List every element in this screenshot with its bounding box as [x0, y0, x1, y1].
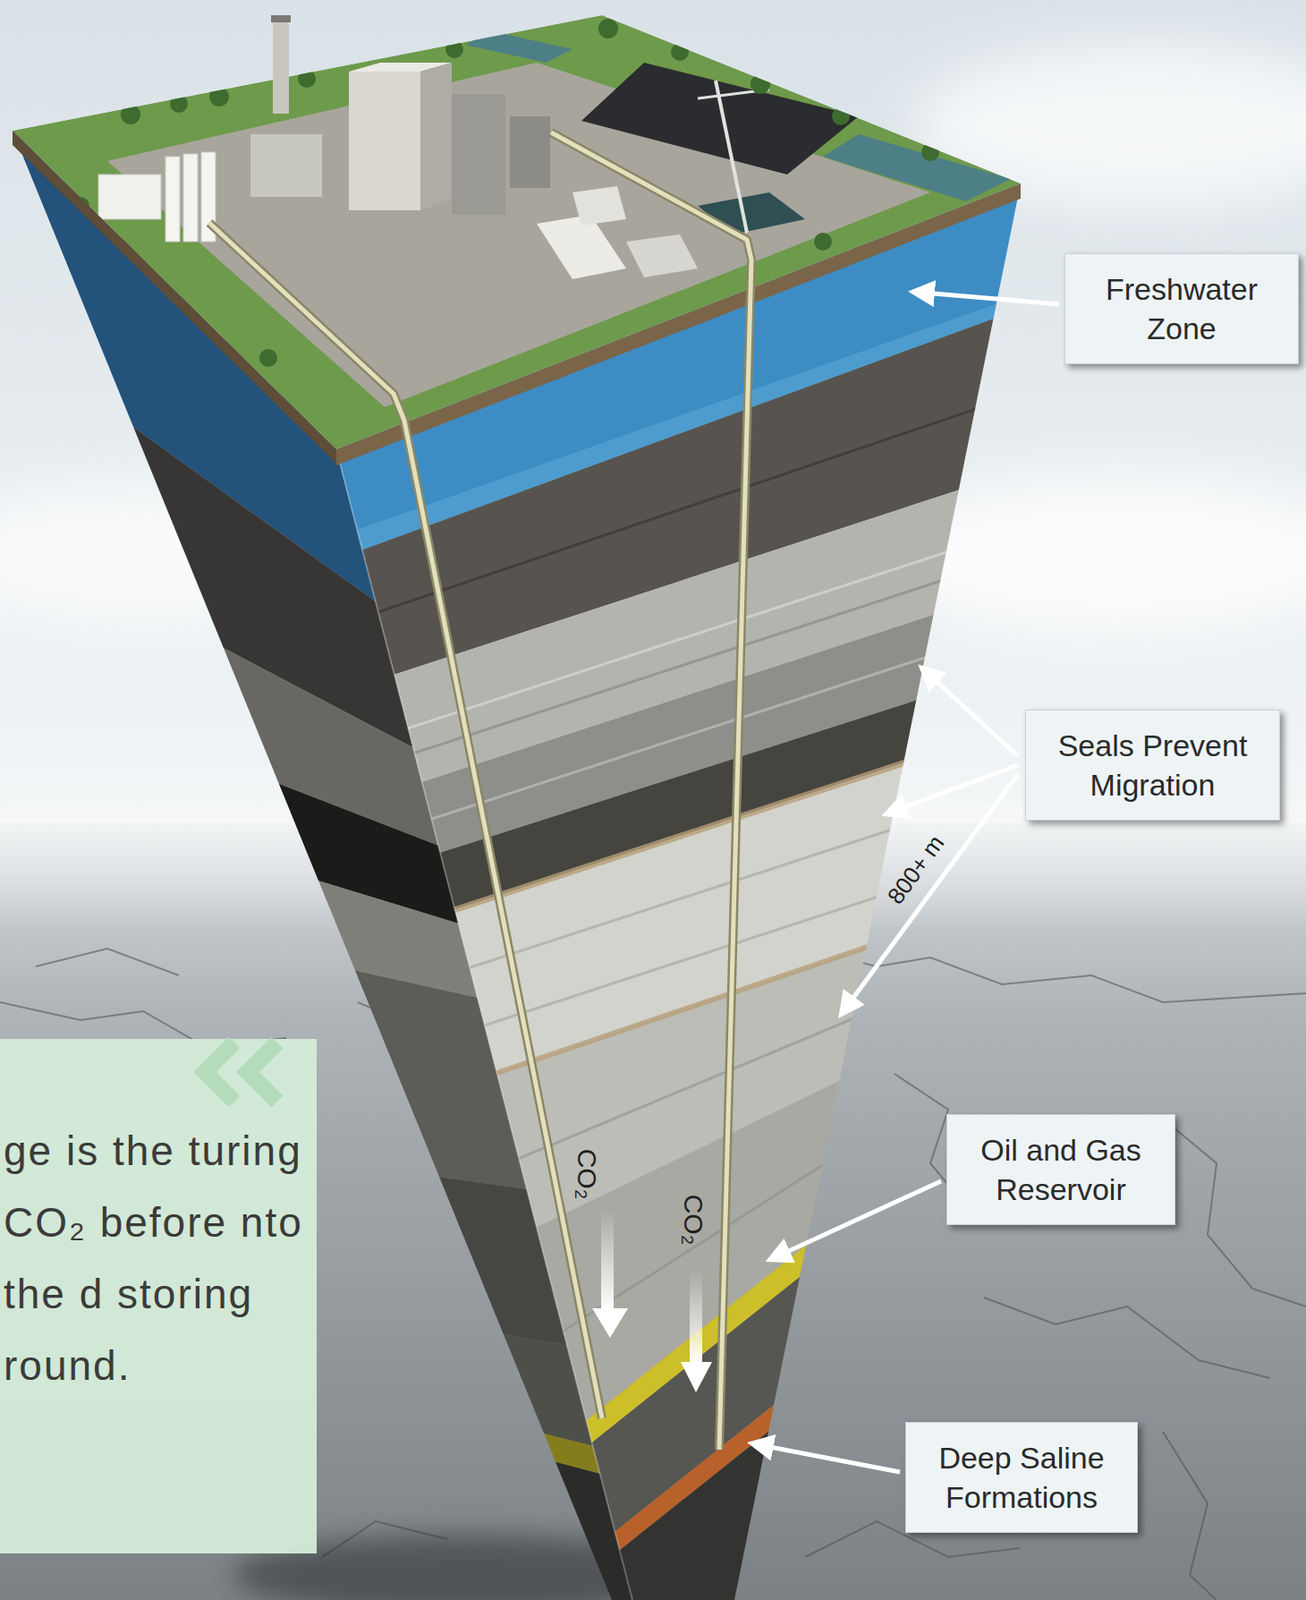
co2-label: CO₂ [571, 1148, 603, 1200]
crack [35, 948, 179, 976]
top-face [12, 15, 1021, 450]
tree [814, 232, 832, 251]
tree [209, 86, 229, 107]
injection-pipe [551, 132, 752, 1450]
building [626, 234, 698, 278]
building [250, 134, 323, 197]
tree [670, 42, 689, 61]
tree [120, 104, 141, 125]
chevron [247, 1042, 278, 1102]
rock-streaks [336, 393, 1021, 1476]
callout-text: Freshwater Zone [1079, 269, 1284, 348]
pond [465, 31, 573, 63]
crack [1162, 1431, 1217, 1600]
tank [165, 156, 180, 242]
basin [697, 192, 806, 235]
building [98, 174, 162, 220]
tree [921, 143, 940, 162]
panel-text: ge is the turing CO₂ before nto the d st… [3, 1114, 312, 1401]
pond [822, 134, 1011, 202]
crack [805, 948, 1306, 1002]
crane [715, 80, 747, 233]
streak [336, 527, 1021, 752]
leader-line [751, 1442, 900, 1472]
coal-yard [581, 62, 859, 175]
panel-fill [0, 1038, 317, 1553]
leader-line [885, 764, 1018, 815]
structure [509, 116, 551, 188]
prism-edge [336, 449, 633, 1600]
building [348, 71, 421, 211]
tree [169, 94, 188, 113]
rock-layer [336, 1229, 1021, 1600]
callout-box: Oil and Gas Reservoir [946, 1113, 1176, 1225]
chevron [204, 1042, 235, 1102]
flow-arrow [592, 1307, 628, 1338]
tree [71, 196, 90, 215]
callout-box: Freshwater Zone [1064, 253, 1299, 365]
tank [183, 153, 198, 242]
tree [750, 74, 771, 94]
pavement [107, 62, 931, 408]
leader-line [769, 1180, 942, 1260]
flow-arrow [601, 1209, 614, 1310]
text-panel: ge is the turing CO₂ before nto the d st… [0, 1038, 317, 1553]
streak [336, 787, 1021, 1011]
chimney-cap [271, 15, 291, 23]
streak [336, 1037, 1021, 1476]
streak [336, 626, 1021, 850]
callout-text: Deep Saline Formations [920, 1437, 1123, 1517]
crack [983, 1297, 1271, 1378]
boiler-structure [451, 93, 506, 215]
leader-lines [751, 291, 1060, 1472]
tree [445, 40, 464, 59]
callout-box: Seals Prevent Migration [1025, 709, 1281, 821]
flow-arrow [680, 1361, 713, 1392]
chimney [272, 15, 289, 114]
leader-line [840, 773, 1018, 1015]
leader-line [912, 291, 1060, 305]
trees [71, 18, 940, 367]
streak [336, 724, 1021, 949]
flow-arrow [689, 1270, 703, 1364]
callout-text: Seals Prevent Migration [1040, 725, 1265, 805]
callout-box: Deep Saline Formations [905, 1421, 1138, 1533]
grass [12, 15, 1021, 450]
co2-label: CO₂ [678, 1194, 709, 1246]
crack [1162, 1118, 1306, 1306]
building [572, 186, 627, 226]
tree [598, 18, 619, 39]
callout-text: Oil and Gas Reservoir [961, 1129, 1161, 1209]
dimension-label: 800+ m [881, 830, 950, 910]
tree [831, 107, 850, 126]
tree [259, 348, 278, 367]
injection-pipe [551, 132, 752, 1450]
tree [297, 69, 316, 88]
leader-line [921, 667, 1018, 756]
building-side [420, 62, 452, 211]
